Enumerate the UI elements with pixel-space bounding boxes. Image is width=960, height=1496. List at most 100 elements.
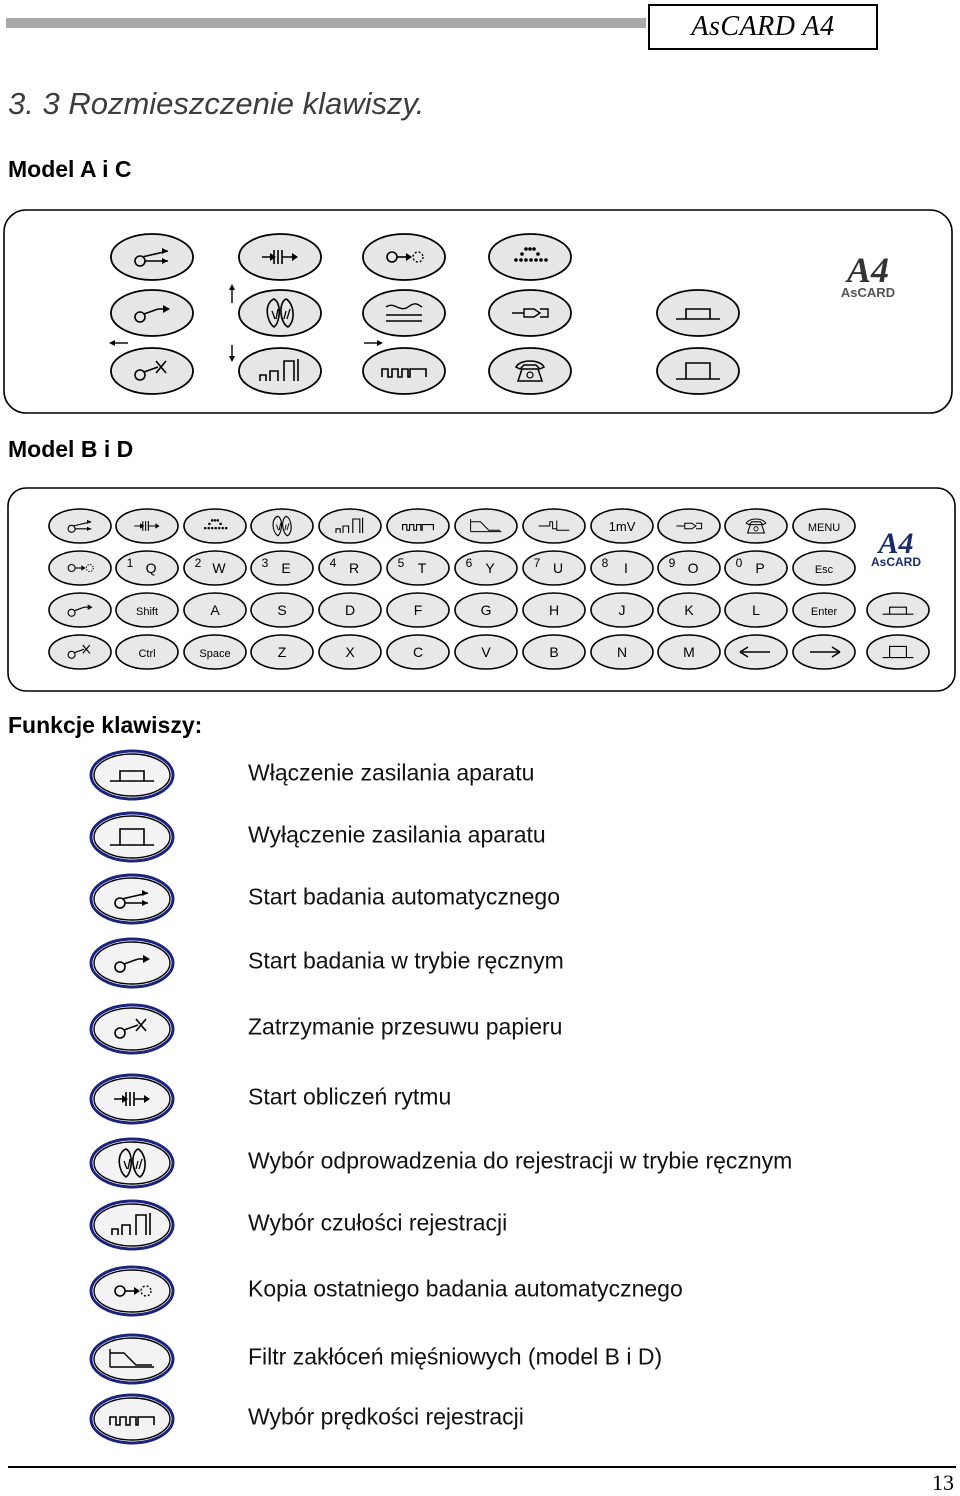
key-p[interactable]: P0 <box>724 550 788 586</box>
key-label: R <box>349 560 359 576</box>
function-row: Zatrzymanie przesuwu papieru <box>88 1002 948 1055</box>
paper-stop-key[interactable] <box>110 347 194 395</box>
phone-key[interactable] <box>488 347 572 395</box>
lead-select-key[interactable] <box>238 289 322 337</box>
function-row: Start badania w trybie ręcznym <box>88 936 948 989</box>
speed-key[interactable] <box>362 347 446 395</box>
logo-a4: A4 <box>876 527 913 560</box>
key-number: 6 <box>466 556 473 570</box>
pen-key[interactable] <box>488 289 572 337</box>
function-description: Wyłączenie zasilania aparatu <box>248 821 546 848</box>
function-description: Wybór odprowadzenia do rejestracji w try… <box>248 1147 793 1174</box>
speed-key[interactable] <box>386 508 450 544</box>
power-on-key[interactable] <box>866 592 930 628</box>
key-e[interactable]: E3 <box>250 550 314 586</box>
mv-label: 1mV <box>609 519 636 534</box>
key-label: U <box>553 560 563 576</box>
sensitivity-key[interactable] <box>318 508 382 544</box>
function-row: Wybór czułości rejestracji <box>88 1198 948 1251</box>
key-label: H <box>549 602 559 618</box>
key-label: Z <box>278 644 287 660</box>
right-arrow-key[interactable] <box>792 634 856 670</box>
key-d[interactable]: D <box>318 592 382 628</box>
function-key <box>89 1003 175 1055</box>
key-label: F <box>414 602 423 618</box>
key-i[interactable]: I8 <box>590 550 654 586</box>
key-k[interactable]: K <box>657 592 721 628</box>
function-key <box>89 873 175 925</box>
key-m[interactable]: M <box>657 634 721 670</box>
key-label: I <box>624 560 628 576</box>
key-v[interactable]: V <box>454 634 518 670</box>
sensitivity-key[interactable] <box>238 347 322 395</box>
key-n[interactable]: N <box>590 634 654 670</box>
lead-dots-key[interactable] <box>183 508 247 544</box>
manual-start-key[interactable] <box>110 289 194 337</box>
paper-stop-key[interactable] <box>48 634 112 670</box>
key-a[interactable]: A <box>183 592 247 628</box>
esc-label: Esc <box>815 564 834 576</box>
rhythm-key[interactable] <box>115 508 179 544</box>
key-r[interactable]: R4 <box>318 550 382 586</box>
key-shift[interactable]: Shift <box>115 592 179 628</box>
key-t[interactable]: T5 <box>386 550 450 586</box>
key-ctrl[interactable]: Ctrl <box>115 634 179 670</box>
mv-key[interactable]: 1mV <box>590 508 654 544</box>
power-on-key[interactable] <box>656 289 740 337</box>
function-row: Kopia ostatniego badania automatycznego <box>88 1264 948 1317</box>
page-number: 13 <box>932 1470 954 1495</box>
lead-select-key[interactable] <box>250 508 314 544</box>
footer-rule <box>8 1466 956 1468</box>
power-off-key[interactable] <box>656 347 740 395</box>
menu-label: MENU <box>808 522 840 534</box>
key-enter[interactable]: Enter <box>792 592 856 628</box>
model-bd-label: Model B i D <box>8 436 134 462</box>
key-label: Q <box>146 560 157 576</box>
power-off-key[interactable] <box>866 634 930 670</box>
key-b[interactable]: B <box>522 634 586 670</box>
key-j[interactable]: J <box>590 592 654 628</box>
notch-key[interactable] <box>522 508 586 544</box>
section-title: 3. 3 Rozmieszczenie klawiszy. <box>8 86 425 121</box>
key-label: C <box>413 644 423 660</box>
function-key <box>89 937 175 989</box>
phone-key[interactable] <box>724 508 788 544</box>
auto-start-key[interactable] <box>110 233 194 281</box>
key-u[interactable]: U7 <box>522 550 586 586</box>
left-arrow-key[interactable] <box>724 634 788 670</box>
key-s[interactable]: S <box>250 592 314 628</box>
key-label: O <box>688 560 699 576</box>
key-z[interactable]: Z <box>250 634 314 670</box>
keyboard-panel-ac: A4 AsCARD <box>3 209 953 414</box>
function-row: Wybór odprowadzenia do rejestracji w try… <box>88 1136 948 1189</box>
model-ac-label: Model A i C <box>8 156 132 182</box>
key-number: 1 <box>127 556 134 570</box>
copy-last-key[interactable] <box>48 550 112 586</box>
key-o[interactable]: O9 <box>657 550 721 586</box>
key-space[interactable]: Space <box>183 634 247 670</box>
key-l[interactable]: L <box>724 592 788 628</box>
menu-key[interactable]: MENU <box>792 508 856 544</box>
auto-start-key[interactable] <box>48 508 112 544</box>
lead-dots-key[interactable] <box>488 233 572 281</box>
key-c[interactable]: C <box>386 634 450 670</box>
copy-last-key[interactable] <box>362 233 446 281</box>
manual-start-key[interactable] <box>48 592 112 628</box>
function-key <box>89 749 175 801</box>
esc-key[interactable]: Esc <box>792 550 856 586</box>
filter-key[interactable] <box>454 508 518 544</box>
key-label: X <box>345 644 355 660</box>
key-f[interactable]: F <box>386 592 450 628</box>
key-label: D <box>345 602 355 618</box>
key-x[interactable]: X <box>318 634 382 670</box>
key-w[interactable]: W2 <box>183 550 247 586</box>
rhythm-key[interactable] <box>238 233 322 281</box>
key-label: B <box>549 644 558 660</box>
key-g[interactable]: G <box>454 592 518 628</box>
key-y[interactable]: Y6 <box>454 550 518 586</box>
key-q[interactable]: Q1 <box>115 550 179 586</box>
wave-key[interactable] <box>362 289 446 337</box>
pen-key[interactable] <box>657 508 721 544</box>
function-key <box>89 1393 175 1445</box>
key-h[interactable]: H <box>522 592 586 628</box>
